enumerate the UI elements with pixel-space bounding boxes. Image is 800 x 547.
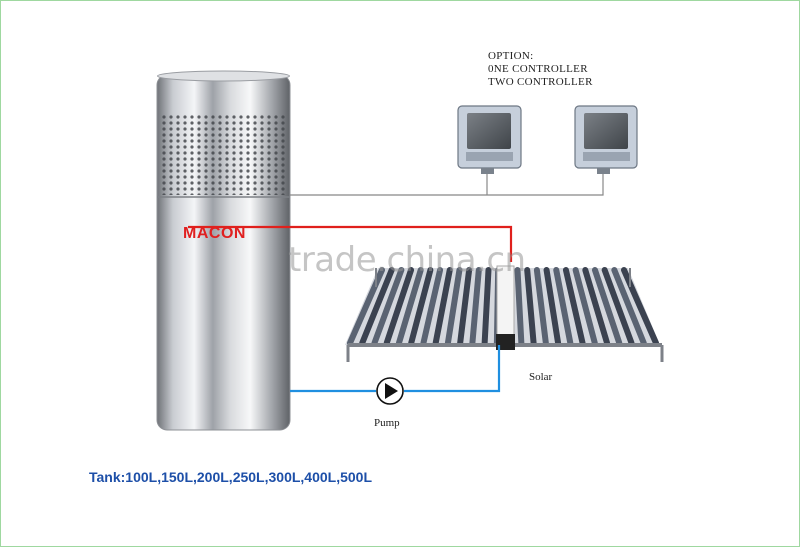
solar-tube bbox=[591, 267, 623, 346]
solar-tube bbox=[359, 267, 395, 346]
pump-label: Pump bbox=[374, 417, 400, 429]
tank-vent-grille bbox=[159, 115, 288, 195]
solar-label: Solar bbox=[529, 371, 553, 383]
solar-tube bbox=[572, 267, 598, 346]
option-title: OPTION: bbox=[488, 50, 534, 62]
manifold-base bbox=[496, 334, 515, 350]
control-wire bbox=[290, 172, 604, 196]
solar-tube bbox=[533, 267, 549, 346]
solar-collector bbox=[345, 265, 664, 362]
solar-tube bbox=[444, 267, 463, 346]
solar-tube bbox=[514, 267, 525, 346]
controller-option-note: OPTION: 0NE CONTROLLER TWO CONTROLLER bbox=[488, 50, 593, 89]
hot-water-pipe bbox=[188, 225, 513, 262]
tank-sizes-text: Tank:100L,150L,200L,250L,300L,400L,500L bbox=[89, 469, 373, 485]
solar-tube bbox=[553, 267, 574, 346]
solar-tube bbox=[524, 267, 537, 346]
solar-tube bbox=[611, 267, 647, 346]
cold-water-pipe-return bbox=[404, 345, 501, 393]
watermark: trade.china.cn bbox=[288, 240, 526, 280]
controller-one-icon bbox=[457, 105, 522, 174]
controller-two-icon bbox=[574, 105, 638, 174]
solar-tube bbox=[543, 267, 562, 346]
solar-tube bbox=[408, 267, 434, 346]
option-one-controller: 0NE CONTROLLER bbox=[488, 63, 588, 75]
water-tank bbox=[156, 70, 291, 431]
solar-tube bbox=[562, 267, 586, 346]
solar-tube bbox=[457, 267, 473, 346]
solar-tube bbox=[582, 267, 611, 346]
tank-brand-label: MACON bbox=[183, 225, 246, 242]
pump-icon bbox=[376, 377, 404, 405]
solar-tube bbox=[420, 267, 444, 346]
solar-tube bbox=[432, 267, 453, 346]
solar-tube bbox=[481, 267, 492, 346]
solar-tube bbox=[469, 267, 482, 346]
solar-tube bbox=[395, 267, 424, 346]
solar-tube bbox=[383, 267, 415, 346]
option-two-controller: TWO CONTROLLER bbox=[488, 76, 593, 88]
solar-tube bbox=[371, 267, 405, 346]
solar-tube bbox=[601, 267, 635, 346]
